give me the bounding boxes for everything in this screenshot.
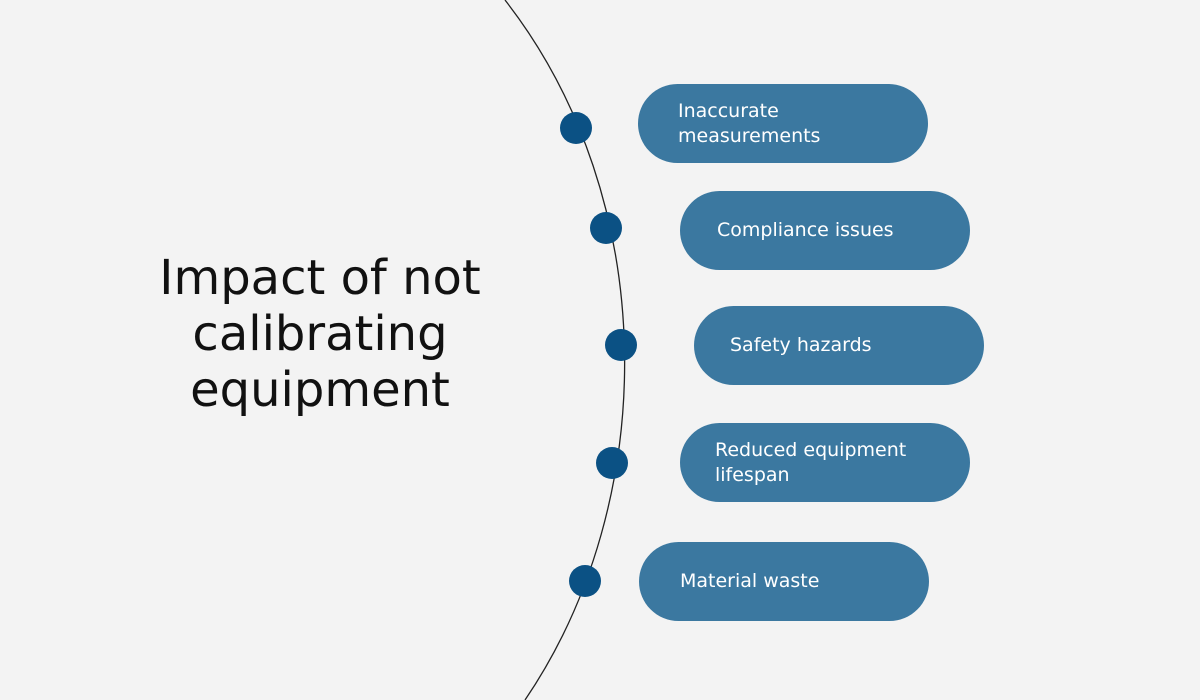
impact-item-label: Inaccurate measurements: [678, 99, 821, 147]
impact-item-label: Compliance issues: [717, 219, 894, 241]
impact-item-inaccurate-measurements: Inaccurate measurements: [638, 84, 928, 163]
impact-item-compliance-issues: Compliance issues: [680, 191, 970, 270]
impact-item-material-waste: Material waste: [639, 542, 929, 621]
diagram-title: Impact of not calibrating equipment: [159, 250, 481, 418]
impact-item-reduced-lifespan: Reduced equipment lifespan: [680, 423, 970, 502]
timeline-dot: [596, 447, 628, 479]
timeline-dot: [605, 329, 637, 361]
impact-item-safety-hazards: Safety hazards: [694, 306, 984, 385]
timeline-dot: [590, 212, 622, 244]
timeline-dot: [569, 565, 601, 597]
impact-item-label: Reduced equipment lifespan: [715, 438, 907, 486]
timeline-dot: [560, 112, 592, 144]
impact-item-label: Safety hazards: [730, 334, 872, 356]
impact-item-label: Material waste: [680, 570, 820, 592]
